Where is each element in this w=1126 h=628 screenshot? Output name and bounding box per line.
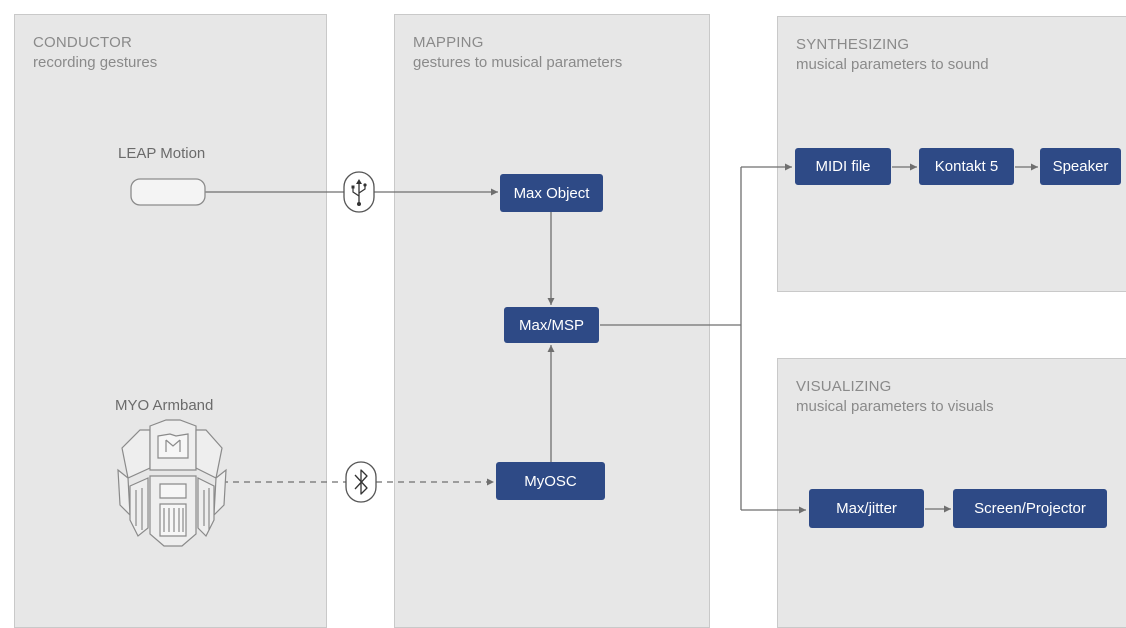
max-msp-node[interactable]: Max/MSP bbox=[504, 307, 599, 343]
leap-motion-label: LEAP Motion bbox=[118, 145, 206, 162]
kontakt-node[interactable]: Kontakt 5 bbox=[919, 148, 1014, 185]
panel-subtitle: musical parameters to visuals bbox=[796, 398, 994, 415]
panel-title: MAPPING bbox=[413, 34, 484, 51]
myo-armband-icon bbox=[117, 419, 227, 547]
speaker-node[interactable]: Speaker bbox=[1040, 148, 1121, 185]
panel-subtitle: recording gestures bbox=[33, 54, 158, 71]
panel-title: CONDUCTOR bbox=[33, 34, 133, 51]
panel-subtitle: musical parameters to sound bbox=[796, 56, 989, 73]
panel-title: VISUALIZING bbox=[796, 378, 892, 395]
screen-projector-node[interactable]: Screen/Projector bbox=[953, 489, 1107, 528]
panel-subtitle: gestures to musical parameters bbox=[413, 54, 623, 71]
max-object-node[interactable]: Max Object bbox=[500, 174, 603, 212]
max-jitter-node[interactable]: Max/jitter bbox=[809, 489, 924, 528]
midi-file-node[interactable]: MIDI file bbox=[795, 148, 891, 185]
panel-title: SYNTHESIZING bbox=[796, 36, 910, 53]
leap-motion-device-icon bbox=[130, 178, 206, 206]
myo-armband-label: MYO Armband bbox=[115, 397, 214, 414]
bluetooth-icon bbox=[345, 461, 377, 503]
usb-icon bbox=[343, 171, 375, 213]
myosc-node[interactable]: MyOSC bbox=[496, 462, 605, 500]
